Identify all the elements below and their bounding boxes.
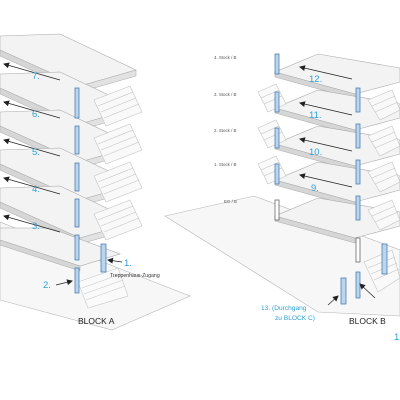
level-label-eg: EG / B <box>224 199 237 204</box>
marker-4: 4. <box>32 184 40 195</box>
door-b-1-left[interactable] <box>274 163 280 185</box>
door-b-2-right[interactable] <box>355 159 361 185</box>
block-a-slab-2 <box>0 227 121 272</box>
marker-1: 1. <box>124 258 132 269</box>
door-a-2[interactable] <box>74 267 80 294</box>
marker-2: 2. <box>43 280 51 291</box>
door-b-4-left[interactable] <box>274 53 280 75</box>
level-label-3: 3. Stock / B <box>214 92 237 97</box>
marker-3: 3. <box>32 221 40 232</box>
block-a-arrows <box>3 62 123 264</box>
cut-marker: 1 <box>394 332 399 343</box>
block-b: 4. Stock / B 3. Stock / B 2. Stock / B 1… <box>164 53 400 343</box>
block-a-side-stairs <box>93 85 143 241</box>
marker-10: 10. <box>309 147 322 158</box>
door-a-4[interactable] <box>74 198 80 228</box>
block-b-arrows <box>299 65 376 299</box>
door-b-side[interactable] <box>381 243 388 275</box>
door-a-5[interactable] <box>74 162 80 192</box>
door-b-2-left[interactable] <box>274 127 280 149</box>
entrance-label: Treppenhaus-Zugang <box>110 273 160 279</box>
door-a-7[interactable] <box>74 87 80 119</box>
marker-7: 7. <box>32 71 40 82</box>
door-b-passage[interactable] <box>340 277 347 305</box>
door-b-1-right[interactable] <box>355 195 361 221</box>
door-b-3-left[interactable] <box>274 91 280 113</box>
block-b-label: BLOCK B <box>349 316 386 326</box>
marker-11: 11. <box>309 110 322 121</box>
marker-6: 6. <box>32 109 40 120</box>
level-label-4: 4. Stock / B <box>214 55 237 60</box>
door-b-ground[interactable] <box>355 271 361 299</box>
door-b-4-right[interactable] <box>355 87 361 113</box>
passage-text: zu BLOCK C) <box>275 315 315 322</box>
level-label-1: 1. Stock / B <box>214 162 237 167</box>
marker-9: 9. <box>311 183 319 194</box>
block-b-side-stairs <box>257 83 400 293</box>
block-a: 7. 6. 5. 4. 3. 2. 1. Treppenhaus-Zugang … <box>0 33 191 331</box>
passage-number: 13. (Durchgang <box>261 305 307 312</box>
block-b-slab-4 <box>274 53 400 100</box>
level-label-2: 2. Stock / B <box>214 128 237 133</box>
block-b-doors <box>274 53 388 305</box>
door-a-3[interactable] <box>74 234 80 261</box>
door-a-1[interactable] <box>100 243 107 273</box>
block-a-doors <box>74 87 107 294</box>
block-a-entry-stairs <box>77 267 129 309</box>
marker-12: 12. <box>309 74 322 85</box>
door-b-3-right[interactable] <box>355 123 361 149</box>
door-b-eg-left <box>274 199 280 221</box>
block-a-label: BLOCK A <box>78 316 115 326</box>
door-a-6[interactable] <box>74 125 80 155</box>
marker-5: 5. <box>32 147 40 158</box>
door-b-eg-right <box>355 237 361 263</box>
